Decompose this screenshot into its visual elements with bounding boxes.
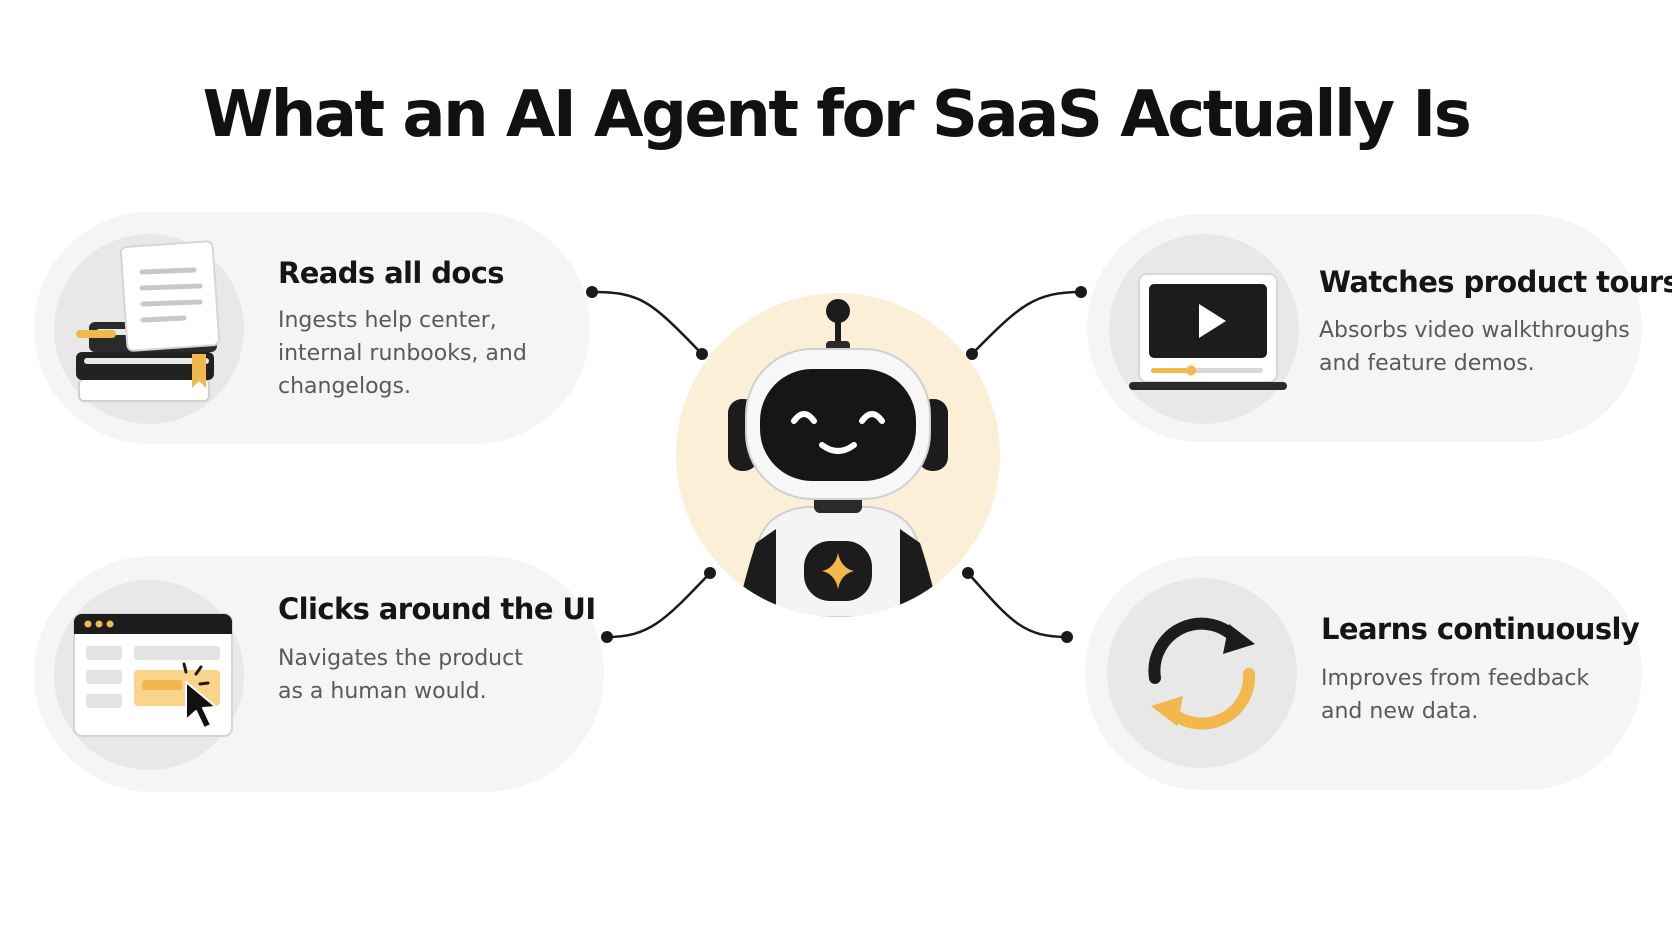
browser-click-icon bbox=[73, 613, 233, 737]
agent-hub bbox=[676, 293, 1000, 617]
connector-dot bbox=[966, 348, 978, 360]
feature-title: Reads all docs bbox=[278, 256, 505, 290]
connector-dot bbox=[962, 567, 974, 579]
video-player-icon bbox=[1129, 273, 1287, 390]
feature-title: Clicks around the UI bbox=[278, 592, 596, 626]
icon-circle bbox=[1109, 234, 1299, 424]
icon-circle bbox=[1107, 578, 1297, 768]
connector-docs bbox=[591, 290, 703, 355]
connector-dot bbox=[1075, 286, 1087, 298]
connector-dot bbox=[1061, 631, 1073, 643]
feature-description: Improves from feedback and new data. bbox=[1321, 666, 1590, 724]
feature-card-tours: Watches product tours Absorbs video walk… bbox=[1087, 214, 1672, 442]
robot-icon bbox=[676, 293, 1000, 617]
refresh-cycle-icon bbox=[1148, 617, 1256, 730]
feature-title: Watches product tours bbox=[1319, 265, 1672, 299]
feature-title: Learns continuously bbox=[1321, 612, 1640, 646]
page-title: What an AI Agent for SaaS Actually Is bbox=[202, 78, 1472, 152]
feature-card-learn: Learns continuously Improves from feedba… bbox=[1085, 556, 1642, 790]
icon-circle bbox=[54, 234, 244, 424]
connector-dot bbox=[696, 348, 708, 360]
feature-description: Ingests help center, internal runbooks, … bbox=[278, 308, 527, 399]
feature-description: Absorbs video walkthroughs and feature d… bbox=[1319, 318, 1630, 376]
books-document-icon bbox=[76, 240, 221, 402]
connector-learn bbox=[967, 572, 1068, 639]
feature-card-docs: Reads all docs Ingests help center, inte… bbox=[34, 212, 590, 444]
icon-circle bbox=[54, 580, 244, 770]
connector-dot bbox=[704, 567, 716, 579]
connector-tours bbox=[971, 290, 1082, 355]
feature-description: Navigates the product as a human would. bbox=[278, 646, 523, 704]
connector-ui bbox=[606, 572, 711, 639]
feature-card-ui: Clicks around the UI Navigates the produ… bbox=[34, 556, 604, 792]
connector-dot bbox=[586, 286, 598, 298]
connector-dot bbox=[601, 631, 613, 643]
